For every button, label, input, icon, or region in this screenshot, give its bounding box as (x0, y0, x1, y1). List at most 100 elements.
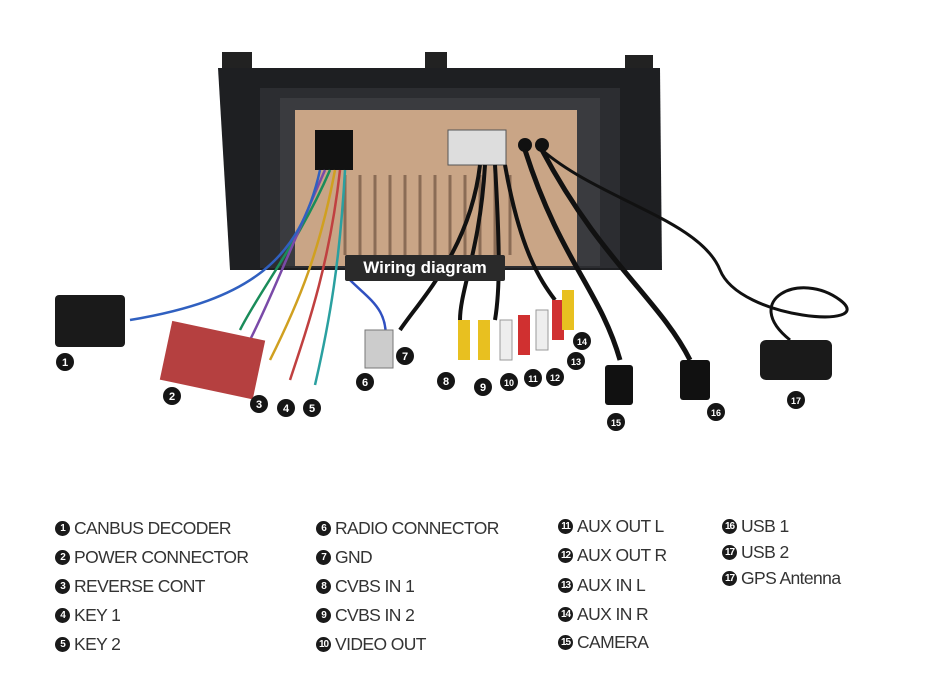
legend-number-badge: 3 (55, 579, 70, 594)
callout-number: 16 (711, 408, 721, 418)
callout-number: 6 (362, 377, 368, 389)
legend-item: 10 VIDEO OUT (316, 634, 426, 655)
legend-item: 6 RADIO CONNECTOR (316, 518, 499, 539)
legend-label: VIDEO OUT (335, 634, 426, 654)
legend-number-badge: 7 (316, 550, 331, 565)
legend-label: KEY 1 (74, 605, 121, 625)
power-connector (159, 320, 266, 400)
legend-number-badge: 15 (558, 635, 573, 650)
wiring-diagram-caption: Wiring diagram (345, 255, 505, 281)
legend-number-badge: 16 (722, 519, 737, 534)
callout-circle (356, 373, 374, 391)
callout-marker-6: 6 (356, 373, 374, 391)
legend-item: 15 CAMERA (558, 632, 649, 653)
legend-item: 13 AUX IN L (558, 575, 646, 596)
radio-connector (364, 329, 394, 369)
callout-circle (56, 353, 74, 371)
callout-number: 8 (443, 376, 449, 388)
legend-label: CANBUS DECODER (74, 518, 232, 538)
callout-circle (163, 387, 181, 405)
callout-circle (607, 413, 625, 431)
legend-item: 17 GPS Antenna (722, 568, 841, 589)
callout-marker-16: 16 (707, 403, 725, 421)
legend-label: USB 2 (741, 542, 789, 562)
legend-label: AUX OUT L (577, 516, 664, 536)
callout-marker-2: 2 (163, 387, 181, 405)
callout-circle (250, 395, 268, 413)
callout-circle (524, 369, 542, 387)
legend-number-badge: 2 (55, 550, 70, 565)
callout-number: 10 (504, 378, 514, 388)
legend-number-badge: 9 (316, 608, 331, 623)
callout-number: 14 (577, 337, 587, 347)
legend-number-badge: 5 (55, 637, 70, 652)
callout-circle (437, 372, 455, 390)
connectors (55, 290, 832, 405)
callout-marker-15: 15 (607, 413, 625, 431)
callout-number: 15 (611, 418, 621, 428)
callout-marker-12: 12 (546, 368, 564, 386)
legend-label: KEY 2 (74, 634, 121, 654)
legend-number-badge: 10 (316, 637, 331, 652)
callout-circle (787, 391, 805, 409)
callout-circle (546, 368, 564, 386)
callout-number: 2 (169, 391, 175, 403)
legend-label: AUX IN L (577, 575, 646, 595)
legend-item: 9 CVBS IN 2 (316, 605, 415, 626)
callout-circle (567, 352, 585, 370)
legend-number-badge: 12 (558, 548, 573, 563)
callout-circle (303, 399, 321, 417)
background-fade (0, 620, 950, 693)
callout-number: 3 (256, 399, 262, 411)
usb1-plug (605, 365, 633, 405)
callout-marker-7: 7 (396, 347, 414, 365)
callout-circle (573, 332, 591, 350)
legend-number-badge: 17 (722, 571, 737, 586)
legend-label: CVBS IN 2 (335, 605, 415, 625)
canbus-decoder-box (55, 295, 125, 347)
legend-number-badge: 1 (55, 521, 70, 536)
callout-circle (500, 373, 518, 391)
legend-label: RADIO CONNECTOR (335, 518, 499, 538)
legend-item: 5 KEY 2 (55, 634, 121, 655)
callout-marker-1: 1 (56, 353, 74, 371)
callout-marker-14: 14 (573, 332, 591, 350)
legend-number-badge: 8 (316, 579, 331, 594)
callout-number: 9 (480, 382, 486, 394)
callout-number: 7 (402, 351, 408, 363)
legend-item: 8 CVBS IN 1 (316, 576, 415, 597)
legend-item: 3 REVERSE CONT (55, 576, 205, 597)
gps-antenna (760, 340, 832, 380)
legend-label: CAMERA (577, 632, 649, 652)
legend-label: AUX IN R (577, 604, 649, 624)
callout-marker-8: 8 (437, 372, 455, 390)
legend-item: 1 CANBUS DECODER (55, 518, 232, 539)
callout-marker-5: 5 (303, 399, 321, 417)
callout-circle (396, 347, 414, 365)
callout-marker-17: 17 (787, 391, 805, 409)
legend-label: GND (335, 547, 373, 567)
legend-item: 4 KEY 1 (55, 605, 121, 626)
callout-marker-4: 4 (277, 399, 295, 417)
legend-number-badge: 4 (55, 608, 70, 623)
callout-number: 12 (550, 373, 560, 383)
callout-number: 17 (791, 396, 801, 406)
legend-item: 7 GND (316, 547, 373, 568)
legend-label: REVERSE CONT (74, 576, 205, 596)
callout-marker-10: 10 (500, 373, 518, 391)
legend-label: CVBS IN 1 (335, 576, 415, 596)
legend-number-badge: 11 (558, 519, 573, 534)
legend-item: 11 AUX OUT L (558, 516, 664, 537)
callout-number: 13 (571, 357, 581, 367)
callout-number: 5 (309, 403, 315, 415)
callout-marker-9: 9 (474, 378, 492, 396)
legend-number-badge: 13 (558, 578, 573, 593)
callout-marker-13: 13 (567, 352, 585, 370)
legend-number-badge: 6 (316, 521, 331, 536)
legend-label: GPS Antenna (741, 568, 841, 588)
